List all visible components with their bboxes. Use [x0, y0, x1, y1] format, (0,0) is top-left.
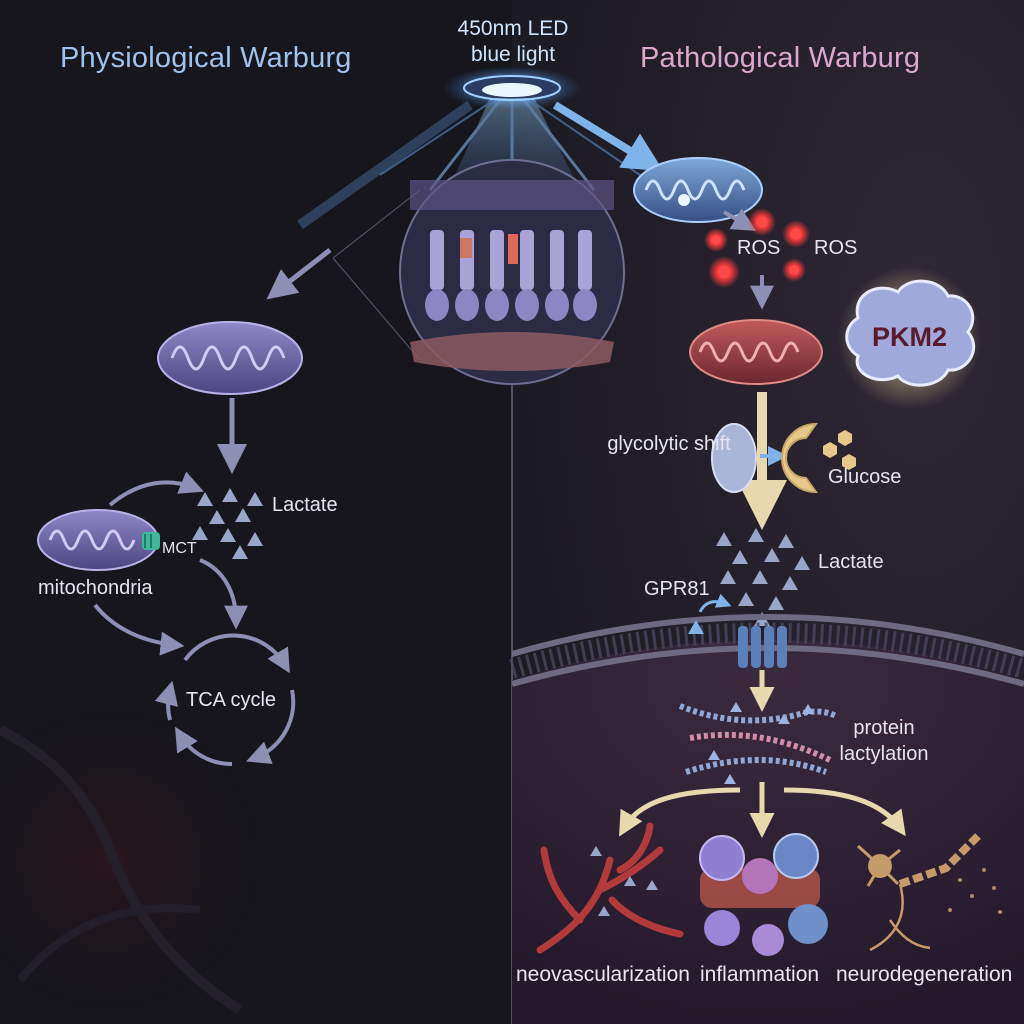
pkm2-label: PKM2: [872, 322, 948, 352]
tca-cycle-icon: [154, 633, 296, 767]
outcome-neovascularization-label: neovascularization: [516, 963, 690, 986]
beam-arrow-right: [552, 101, 664, 172]
gpr81-receptor-icon: [738, 626, 787, 668]
arrow-to-ros: [722, 208, 757, 231]
ros-particles: [704, 208, 810, 288]
mitochondrion-left-icon: [157, 321, 303, 395]
transporter-icon: [711, 423, 757, 493]
lactate-label-left: Lactate: [272, 494, 338, 516]
outcome-neurodegeneration-label: neurodegeneration: [836, 963, 1013, 986]
mct-transporter-icon: [142, 532, 160, 550]
light-source-label: 450nm LED blue light: [457, 17, 569, 66]
gpr81-label: GPR81: [644, 578, 710, 600]
blood-vessels-icon: [536, 822, 684, 954]
ros-label-1: ROS: [737, 237, 781, 259]
retina-texture: [0, 710, 260, 1015]
degenerating-neuron-icon: [856, 833, 1002, 952]
outcome-arrows: [619, 782, 906, 838]
lactate-molecules-left: [192, 488, 263, 559]
arrow-gpr81-binding: [698, 593, 732, 613]
lactate-molecules-right: [716, 528, 810, 626]
ros-label-2: ROS: [814, 237, 858, 259]
protein-lactylation-label: protein lactylation: [839, 717, 929, 765]
protein-chains-icon: [678, 702, 838, 784]
mitochondria-label: mitochondria: [38, 577, 153, 599]
lactate-bound-icon: [688, 620, 704, 634]
arrow-mito-to-tca: [93, 603, 185, 656]
arrow-to-mitochondrion-left: [266, 248, 332, 300]
led-light-icon: [442, 66, 582, 110]
arrow-lactate-to-tca: [199, 558, 248, 630]
immune-cells-icon: [699, 833, 828, 956]
mitochondrion-irradiated-icon: [633, 157, 763, 223]
glycolytic-shift-label: glycolytic shift: [607, 433, 731, 455]
lactate-label-right: Lactate: [818, 551, 884, 573]
tca-cycle-label: TCA cycle: [186, 689, 277, 711]
outcome-inflammation-label: inflammation: [700, 963, 820, 986]
physiological-warburg-title: Physiological Warburg: [60, 42, 352, 74]
pathological-warburg-title: Pathological Warburg: [640, 42, 921, 74]
glucose-label: Glucose: [828, 466, 902, 488]
arrow-mito-to-lactate-2: [108, 471, 204, 507]
beam-left: [297, 100, 473, 230]
mct-label: MCT: [162, 540, 197, 557]
mitochondria-left-icon: [37, 509, 159, 571]
glucose-enzyme-icon: [781, 422, 856, 494]
retina-magnifier: [332, 159, 625, 385]
pkm2-protein-icon: [838, 266, 982, 410]
mitochondrion-damaged-icon: [684, 312, 828, 392]
